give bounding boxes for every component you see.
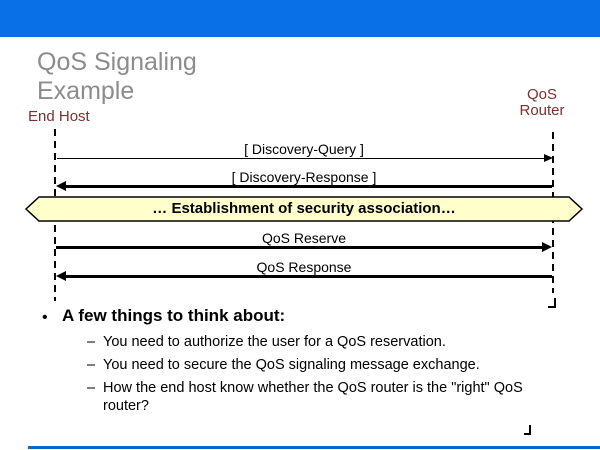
sub-bullet-secure: You need to secure the QoS signaling mes… bbox=[103, 357, 480, 373]
slide-title: QoS Signaling Example bbox=[37, 48, 197, 105]
message-line-discovery-response bbox=[66, 185, 552, 188]
bullet-marker: • bbox=[42, 309, 48, 326]
sub-bullet-right-router: How the end host know whether the QoS ro… bbox=[103, 380, 523, 414]
security-association-banner: … Establishment of security association… bbox=[25, 196, 583, 222]
actor-end-host: End Host bbox=[28, 108, 90, 125]
message-label-discovery-response: [ Discovery-Response ] bbox=[231, 169, 377, 185]
footer-rule bbox=[28, 446, 600, 449]
page-corner-mark bbox=[524, 425, 531, 435]
arrowhead-right-icon bbox=[542, 242, 552, 252]
message-line-qos-reserve bbox=[56, 246, 542, 249]
sub-bullet-dash: – bbox=[87, 357, 96, 373]
arrowhead-left-icon bbox=[56, 181, 66, 191]
message-line-qos-response bbox=[66, 275, 552, 278]
hexagon-banner-shape bbox=[25, 196, 583, 222]
message-label-qos-reserve: QoS Reserve bbox=[261, 230, 347, 246]
sub-bullet-dash: – bbox=[87, 380, 96, 396]
hexagon-polygon bbox=[25, 196, 583, 222]
sub-bullet-dash: – bbox=[87, 334, 96, 350]
arrowhead-left-icon bbox=[56, 271, 66, 281]
header-bar bbox=[0, 0, 600, 37]
message-label-discovery-query: [ Discovery-Query ] bbox=[244, 141, 364, 157]
message-label-qos-response: QoS Response bbox=[256, 259, 352, 275]
bullet-heading: A few things to think about: bbox=[62, 306, 286, 325]
arrowhead-right-icon bbox=[544, 154, 553, 162]
message-line-discovery-query bbox=[57, 158, 545, 159]
actor-qos-router: QoS Router bbox=[519, 86, 565, 119]
sub-bullet-authorize: You need to authorize the user for a QoS… bbox=[103, 334, 446, 350]
lifeline-foot-mark bbox=[548, 298, 556, 308]
banner-label: … Establishment of security association… bbox=[152, 200, 456, 217]
